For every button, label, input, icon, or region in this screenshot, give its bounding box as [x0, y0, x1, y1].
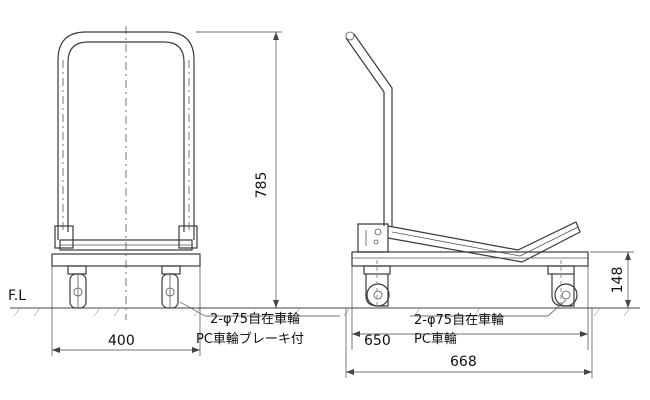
rear-caster-leader — [410, 299, 567, 317]
floor-line — [10, 307, 640, 317]
overall-length-dimension — [345, 308, 593, 378]
overall-length-label: 668 — [450, 354, 477, 370]
floor-level-label: F.L — [8, 288, 26, 304]
front-view — [51, 26, 201, 320]
inner-length-label: 650 — [364, 333, 391, 349]
wheel-note: PC車輪 — [414, 331, 457, 347]
deck-height-label: 148 — [610, 267, 626, 294]
overall-height-label: 785 — [254, 172, 270, 199]
deck-height-dimension — [590, 251, 634, 308]
front-width-dimension — [51, 266, 201, 356]
front-caster-note: PC車輪ブレーキ付 — [196, 331, 304, 347]
inner-length-dimension — [351, 266, 589, 350]
front-width-label: 400 — [108, 333, 135, 349]
side-view — [345, 31, 589, 308]
rear-caster-spec: 2-φ75自在車輪 — [414, 312, 504, 328]
front-caster-spec: 2-φ75自在車輪 — [210, 311, 300, 327]
overall-height-dimension — [196, 31, 282, 308]
front-caster-leader — [179, 301, 340, 317]
